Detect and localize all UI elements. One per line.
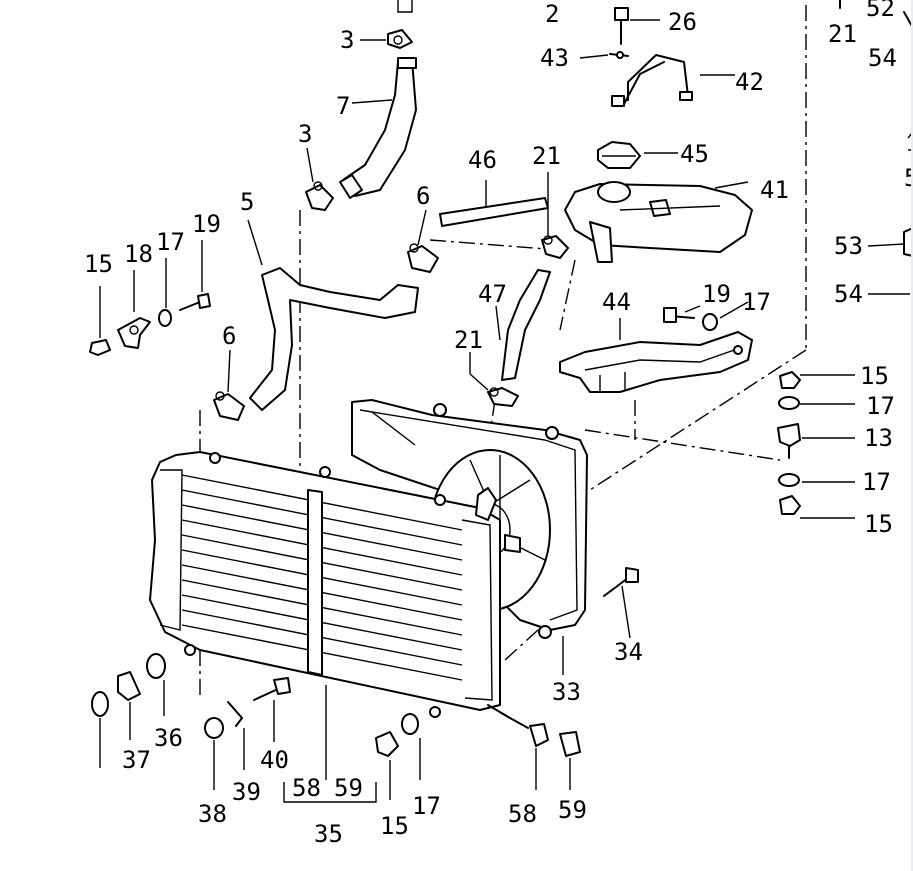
hose-47 [501,269,551,381]
callout-37: 37 [122,746,151,774]
callout-19: 19 [702,280,731,308]
callout-59: 59 [558,796,587,824]
small-parts [89,0,801,757]
callout-39: 39 [232,778,261,806]
callout-33: 33 [552,678,581,706]
callout-7: 7 [336,92,350,120]
right-edge-divider [911,0,913,871]
callout-21: 21 [532,142,561,170]
callout-13: 13 [864,424,893,452]
callout-54: 54 [868,44,897,72]
callout-17: 17 [156,228,185,256]
callout-52: 52 [866,0,895,22]
callout-17: 17 [862,468,891,496]
bracket-18 [117,317,151,349]
callout-58: 58 [508,800,537,828]
callout-58: 58 [292,774,321,802]
callout-41: 41 [760,176,789,204]
callout-46: 46 [468,146,497,174]
callout-3: 3 [298,120,312,148]
callout-40: 40 [260,746,289,774]
hose-5 [249,267,419,411]
callout-17: 17 [866,392,895,420]
bracket-44 [559,331,753,393]
callout-15: 15 [860,362,889,390]
tank-strap [611,54,693,107]
callout-59: 59 [334,774,363,802]
expansion-tank [564,181,753,263]
callout-6: 6 [416,182,430,210]
callout-34: 34 [614,638,643,666]
hose-46 [439,197,549,227]
callout-54: 54 [834,280,863,308]
callout-17: 17 [412,792,441,820]
callout-36: 36 [154,724,183,752]
callout-26: 26 [668,8,697,36]
callout-35: 35 [314,820,343,848]
leader-lines [99,19,910,803]
callout-47: 47 [478,280,507,308]
callout-15: 15 [380,812,409,840]
callout-15: 15 [864,510,893,538]
callout-21: 21 [454,326,483,354]
radiator [149,451,521,718]
callout-17: 17 [742,288,771,316]
callout-44: 44 [602,288,631,316]
callout-43: 43 [540,44,569,72]
callout-21: 21 [828,20,857,48]
callout-45: 45 [680,140,709,168]
callout-53: 53 [834,232,863,260]
callout-15: 15 [84,250,113,278]
callout-42: 42 [735,68,764,96]
callout-3: 3 [340,26,354,54]
callout-5: 5 [240,188,254,216]
callout-19: 19 [192,210,221,238]
callout-2: 2 [545,0,559,28]
upper-hose [339,57,417,199]
callout-38: 38 [198,800,227,828]
callout-18: 18 [124,240,153,268]
callout-6: 6 [222,322,236,350]
callout-5: 5 [904,164,913,192]
tank-cap [597,141,641,169]
callout-labels: 2 26 52 21 54 3 43 42 7 3 46 21 45 41 5 … [84,0,913,848]
